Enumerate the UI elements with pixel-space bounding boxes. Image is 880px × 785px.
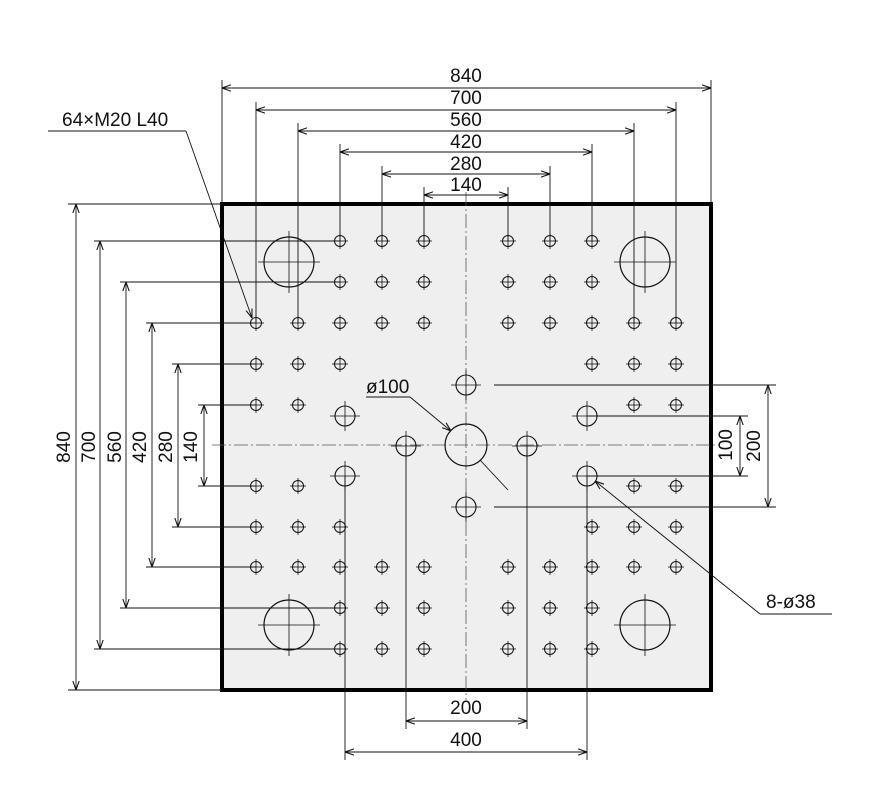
top-dim-840: 840 [450, 66, 482, 87]
tapped-hole [626, 559, 642, 575]
through-hole [451, 370, 481, 400]
large-holes-group [258, 231, 676, 656]
leader-line [595, 481, 761, 615]
tapped-hole [626, 397, 642, 413]
tapped-hole [542, 641, 558, 657]
large-corner-hole [614, 231, 676, 293]
platen-plate [220, 202, 713, 692]
left-dim-140: 140 [181, 431, 202, 463]
tapped-hole [500, 641, 516, 657]
tapped-hole [374, 600, 390, 616]
left-dim-840: 840 [54, 431, 75, 463]
tapped-hole [332, 315, 348, 331]
tapped-hole [500, 315, 516, 331]
tapped-hole [668, 519, 684, 535]
callout-center-hole: ø100 [366, 377, 409, 398]
leader-line [185, 130, 252, 318]
through-hole [451, 492, 481, 522]
tapped-hole [584, 356, 600, 372]
tapped-hole [416, 274, 432, 290]
tapped-hole [374, 315, 390, 331]
tapped-hole [668, 478, 684, 494]
left-dim-700: 700 [79, 431, 100, 463]
tapped-hole [542, 315, 558, 331]
tapped-hole [626, 356, 642, 372]
center-hole [444, 423, 488, 467]
tapped-hole [542, 274, 558, 290]
tapped-hole [626, 478, 642, 494]
callout-through-holes: 8-ø38 [766, 592, 816, 613]
top-dim-420: 420 [450, 132, 482, 153]
tapped-hole [290, 478, 306, 494]
callout-tapped-holes: 64×M20 L40 [62, 110, 168, 131]
tapped-hole [668, 356, 684, 372]
leader-line [479, 459, 509, 491]
tapped-hole [290, 559, 306, 575]
right-dim-100: 100 [716, 429, 737, 461]
tapped-hole [416, 315, 432, 331]
tapped-hole [374, 641, 390, 657]
bottom-dim-400: 400 [450, 730, 482, 751]
right-dim-200: 200 [744, 430, 765, 462]
tapped-hole [500, 274, 516, 290]
tapped-hole [290, 356, 306, 372]
tapped-hole [416, 559, 432, 575]
dimension-lines [48, 80, 832, 760]
top-dim-140: 140 [450, 175, 482, 196]
bottom-dim-200: 200 [450, 698, 482, 719]
tapped-hole [416, 600, 432, 616]
tapped-hole [332, 356, 348, 372]
tapped-hole [290, 397, 306, 413]
large-corner-hole [258, 594, 320, 656]
tapped-hole [290, 519, 306, 535]
top-dim-560: 560 [450, 110, 482, 131]
tapped-hole [500, 559, 516, 575]
tapped-hole [584, 274, 600, 290]
left-dim-280: 280 [156, 431, 177, 463]
large-corner-hole [614, 594, 676, 656]
through-hole [330, 401, 360, 431]
tapped-hole [374, 274, 390, 290]
tapped-hole [500, 600, 516, 616]
tapped-hole [416, 641, 432, 657]
tapped-hole [668, 559, 684, 575]
leader-line [409, 396, 451, 431]
center-lines [212, 192, 720, 700]
tapped-hole [584, 315, 600, 331]
tapped-hole [374, 559, 390, 575]
left-dim-420: 420 [130, 431, 151, 463]
tapped-hole [542, 559, 558, 575]
tapped-hole [542, 600, 558, 616]
top-dim-280: 280 [450, 154, 482, 175]
tapped-hole [626, 519, 642, 535]
tapped-hole [668, 397, 684, 413]
top-dim-700: 700 [450, 88, 482, 109]
left-dim-560: 560 [105, 431, 126, 463]
